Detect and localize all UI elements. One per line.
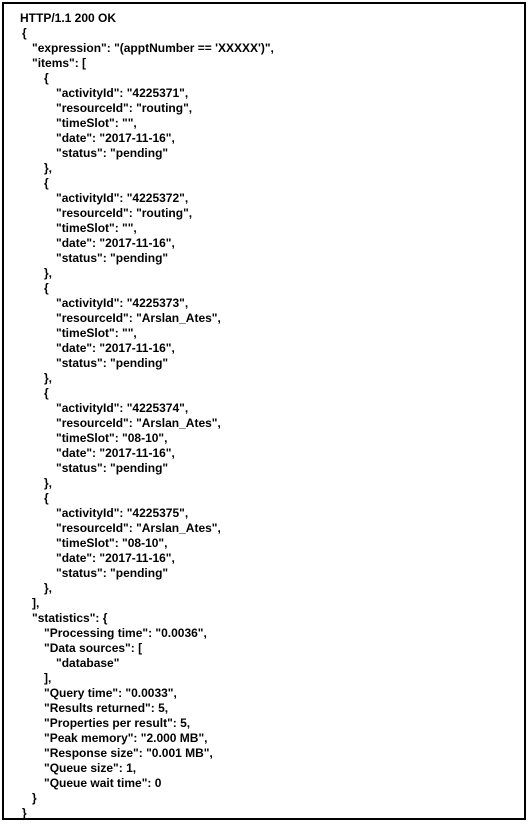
code-line: "status": "pending" xyxy=(56,146,169,160)
code-line: } xyxy=(22,806,27,820)
code-line: ], xyxy=(32,596,40,610)
code-line: "Query time": "0.0033", xyxy=(44,686,177,700)
code-line: } xyxy=(32,791,37,805)
code-line: "Peak memory": "2.000 MB", xyxy=(44,731,208,745)
code-line: "Results returned": 5, xyxy=(44,701,169,715)
code-line: "statistics": { xyxy=(32,611,108,625)
code-line: "Processing time": "0.0036", xyxy=(44,626,207,640)
code-line: "status": "pending" xyxy=(56,566,169,580)
code-line: "Queue wait time": 0 xyxy=(44,776,162,790)
code-line: "Properties per result": 5, xyxy=(44,716,191,730)
code-line: "timeSlot": "08-10", xyxy=(56,536,168,550)
code-line: "timeSlot": "08-10", xyxy=(56,431,168,445)
code-line: "activityId": "4225375", xyxy=(56,506,189,520)
code-line: "Queue size": 1, xyxy=(44,761,137,775)
code-line: "resourceId": "routing", xyxy=(56,101,193,115)
code-line: "resourceId": "Arslan_Ates", xyxy=(56,416,221,430)
code-line: "resourceId": "routing", xyxy=(56,206,193,220)
code-line: }, xyxy=(44,371,53,385)
code-line: { xyxy=(44,491,49,505)
code-line: "date": "2017-11-16", xyxy=(56,131,175,145)
code-line: "Data sources": [ xyxy=(44,641,143,655)
code-line: "timeSlot": "", xyxy=(56,116,137,130)
code-line: { xyxy=(44,176,49,190)
code-line: "resourceId": "Arslan_Ates", xyxy=(56,521,221,535)
code-line: }, xyxy=(44,476,53,490)
code-line: "status": "pending" xyxy=(56,356,169,370)
code-line: "status": "pending" xyxy=(56,251,169,265)
code-line: "activityId": "4225374", xyxy=(56,401,189,415)
code-line: "items": [ xyxy=(32,56,87,70)
code-line: "status": "pending" xyxy=(56,461,169,475)
code-line: "date": "2017-11-16", xyxy=(56,236,175,250)
code-line: "timeSlot": "", xyxy=(56,221,137,235)
code-line: "activityId": "4225373", xyxy=(56,296,189,310)
code-line: { xyxy=(44,386,49,400)
code-line: { xyxy=(44,71,49,85)
code-line: "date": "2017-11-16", xyxy=(56,446,175,460)
code-line: "timeSlot": "", xyxy=(56,326,137,340)
code-line: "expression": "(apptNumber == 'XXXXX')", xyxy=(32,41,274,55)
code-line: "activityId": "4225371", xyxy=(56,86,189,100)
code-line: { xyxy=(22,26,27,40)
code-line: { xyxy=(44,281,49,295)
code-line: "activityId": "4225372", xyxy=(56,191,189,205)
code-line: }, xyxy=(44,266,53,280)
code-line: "date": "2017-11-16", xyxy=(56,551,175,565)
code-line: "resourceId": "Arslan_Ates", xyxy=(56,311,221,325)
code-line: ], xyxy=(44,671,52,685)
code-line: "date": "2017-11-16", xyxy=(56,341,175,355)
code-line: "Response size": "0.001 MB", xyxy=(44,746,213,760)
code-line: }, xyxy=(44,161,53,175)
http-status-line: HTTP/1.1 200 OK xyxy=(20,11,117,25)
code-line: "database" xyxy=(56,656,120,670)
http-response-body: HTTP/1.1 200 OK{"expression": "(apptNumb… xyxy=(4,11,274,821)
code-line: }, xyxy=(44,581,53,595)
